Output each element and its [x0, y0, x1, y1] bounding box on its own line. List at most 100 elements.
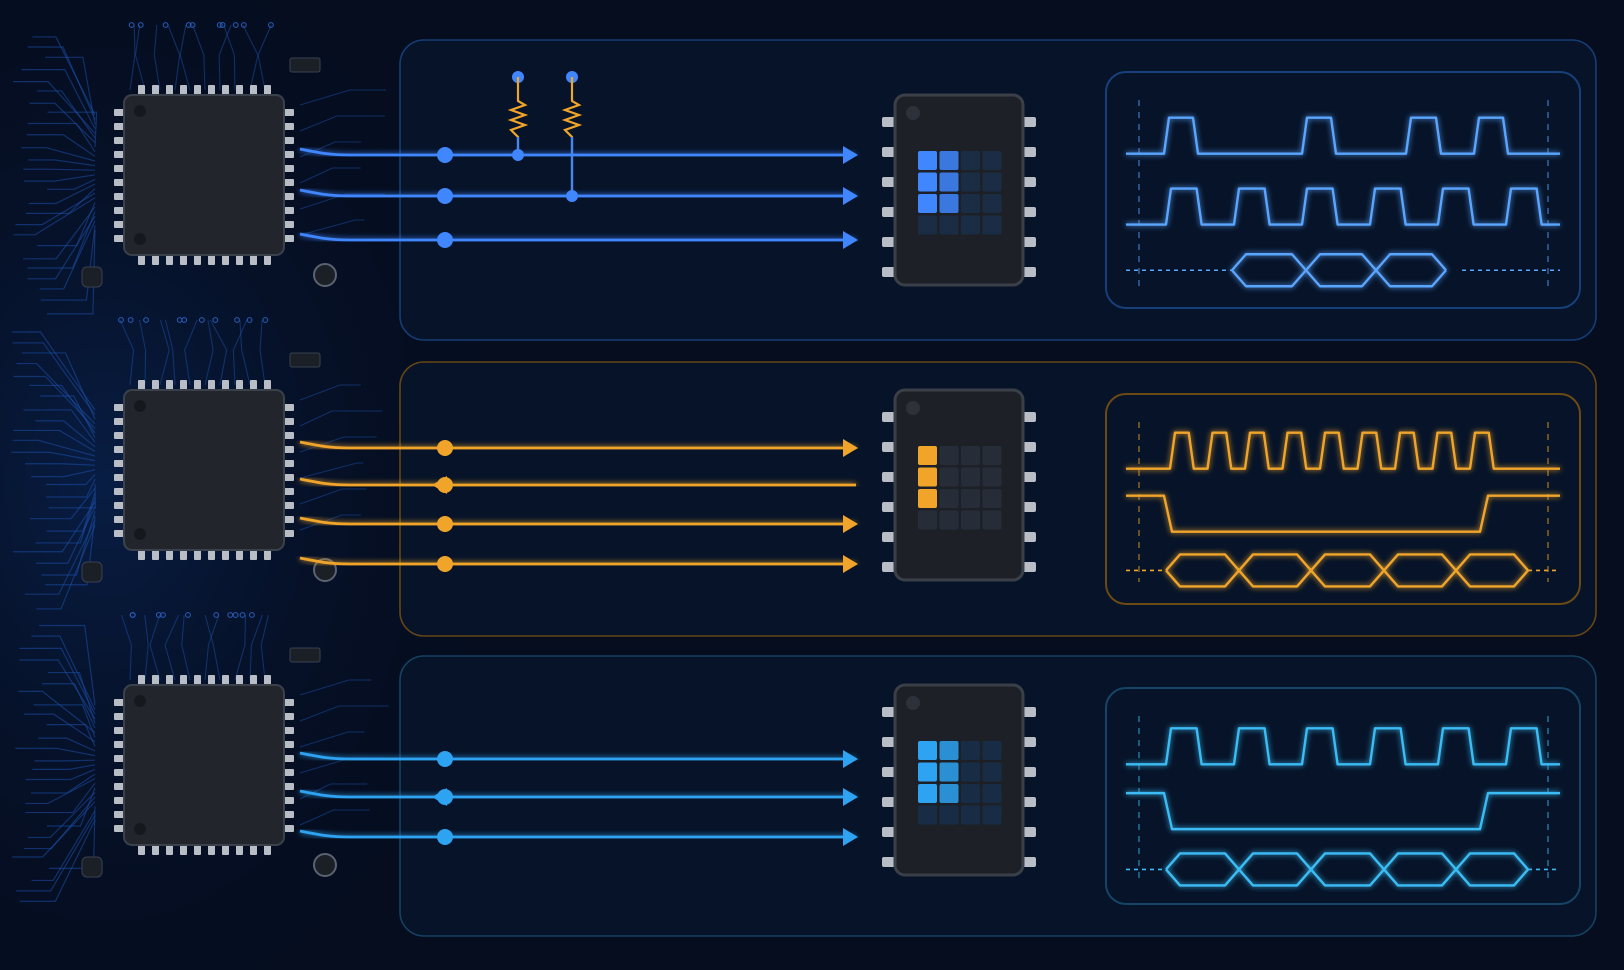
mcu-pin — [194, 85, 201, 96]
mcu-pin — [250, 549, 257, 560]
led-cell — [939, 172, 959, 192]
led-cell — [982, 489, 1002, 508]
pcb-trace — [45, 515, 96, 586]
pcb-trace — [47, 671, 96, 724]
mcu-pin — [250, 85, 257, 96]
mcu-pin — [283, 797, 294, 804]
junction-dot — [437, 188, 453, 204]
pcb-trace — [27, 122, 96, 153]
pcb-trace — [138, 319, 147, 386]
led-cell — [939, 215, 959, 235]
pcb-trace — [12, 801, 96, 858]
pcb-via — [189, 22, 196, 28]
led-cell — [918, 194, 937, 213]
pcb-via — [213, 612, 220, 618]
mcu-pin — [114, 193, 125, 200]
mcu-pin — [166, 85, 173, 96]
peripheral-pin — [882, 472, 897, 482]
peripheral-pin — [882, 707, 897, 717]
microcontroller-chip-icon — [123, 684, 285, 846]
pcb-trace — [149, 614, 161, 681]
junction-dot — [437, 829, 453, 845]
peripheral-pin — [1021, 237, 1036, 247]
peripheral-pin — [1021, 562, 1036, 572]
pin1-marker — [906, 696, 920, 710]
pcb-trace — [260, 614, 269, 681]
pcb-trace — [249, 614, 263, 681]
pcb-trace — [119, 319, 135, 386]
mcu-pin — [250, 254, 257, 265]
mcu-pin — [114, 783, 125, 790]
mcu-pin — [114, 741, 125, 748]
mcu-pin — [180, 380, 187, 391]
peripheral-pin — [882, 412, 897, 422]
pcb-trace — [21, 69, 96, 130]
led-cell — [961, 489, 980, 508]
led-cell — [961, 467, 980, 487]
peripheral-pin — [1021, 502, 1036, 512]
pcb-trace — [48, 483, 96, 509]
microcontroller-chip-icon — [123, 389, 285, 551]
arrowhead-icon — [843, 555, 858, 573]
pcb-via — [129, 612, 136, 618]
mcu-pin — [194, 675, 201, 686]
pcb-trace — [239, 319, 251, 386]
pcb-trace — [25, 768, 96, 781]
mcu-pin — [283, 446, 294, 453]
led-cell — [939, 741, 959, 760]
waveform-chip-select-low — [1126, 494, 1560, 533]
pcb-via — [185, 612, 191, 618]
pcb-trace — [36, 524, 96, 610]
mcu-pin — [283, 123, 294, 130]
pcb-trace — [24, 174, 96, 182]
pin1-marker — [134, 695, 146, 707]
mcu-pin — [222, 85, 229, 96]
waveform-panel — [1105, 687, 1581, 905]
peripheral-pin — [1021, 267, 1036, 277]
pcb-trace — [144, 614, 149, 681]
pcb-trace — [29, 102, 96, 144]
pcb-via — [128, 22, 135, 28]
pcb-trace — [299, 219, 365, 236]
pin1-marker — [134, 105, 146, 117]
mcu-pin — [283, 755, 294, 762]
mcu-pin — [264, 844, 271, 855]
pcb-trace — [179, 24, 191, 91]
mcu-pin — [166, 675, 173, 686]
mcu-pin — [283, 418, 294, 425]
mcu-pin — [283, 713, 294, 720]
mcu-pin — [208, 85, 215, 96]
pcb-trace — [204, 614, 221, 681]
mcu-pin — [114, 207, 125, 214]
mcu-pins — [114, 85, 294, 265]
mcu-pin — [283, 811, 294, 818]
pin1-marker — [906, 106, 920, 120]
led-cell — [918, 151, 937, 170]
pcb-trace — [153, 24, 161, 91]
peripheral-pin — [882, 117, 897, 127]
led-cell — [961, 194, 980, 213]
peripheral-pin — [882, 737, 897, 747]
mcu-pin — [152, 380, 159, 391]
pcb-via — [234, 317, 240, 323]
mcu-pin — [236, 675, 243, 686]
led-cell — [982, 215, 1002, 235]
smd-component — [313, 263, 337, 287]
pcb-trace — [36, 506, 96, 564]
pcb-trace — [184, 319, 198, 386]
mcu-pin — [222, 380, 229, 391]
pcb-trace — [259, 319, 266, 386]
mcu-pin — [283, 474, 294, 481]
led-cell — [918, 805, 937, 825]
led-cell — [918, 215, 937, 235]
pcb-trace — [164, 614, 180, 681]
mcu-pin — [283, 109, 294, 116]
pcb-via — [118, 317, 124, 323]
mcu-pin — [250, 380, 257, 391]
mcu-pin — [166, 549, 173, 560]
mcu-pin — [208, 254, 215, 265]
pcb-trace — [34, 759, 96, 762]
signal-line — [299, 556, 856, 566]
pcb-trace — [299, 488, 367, 505]
signal-line — [299, 477, 856, 487]
